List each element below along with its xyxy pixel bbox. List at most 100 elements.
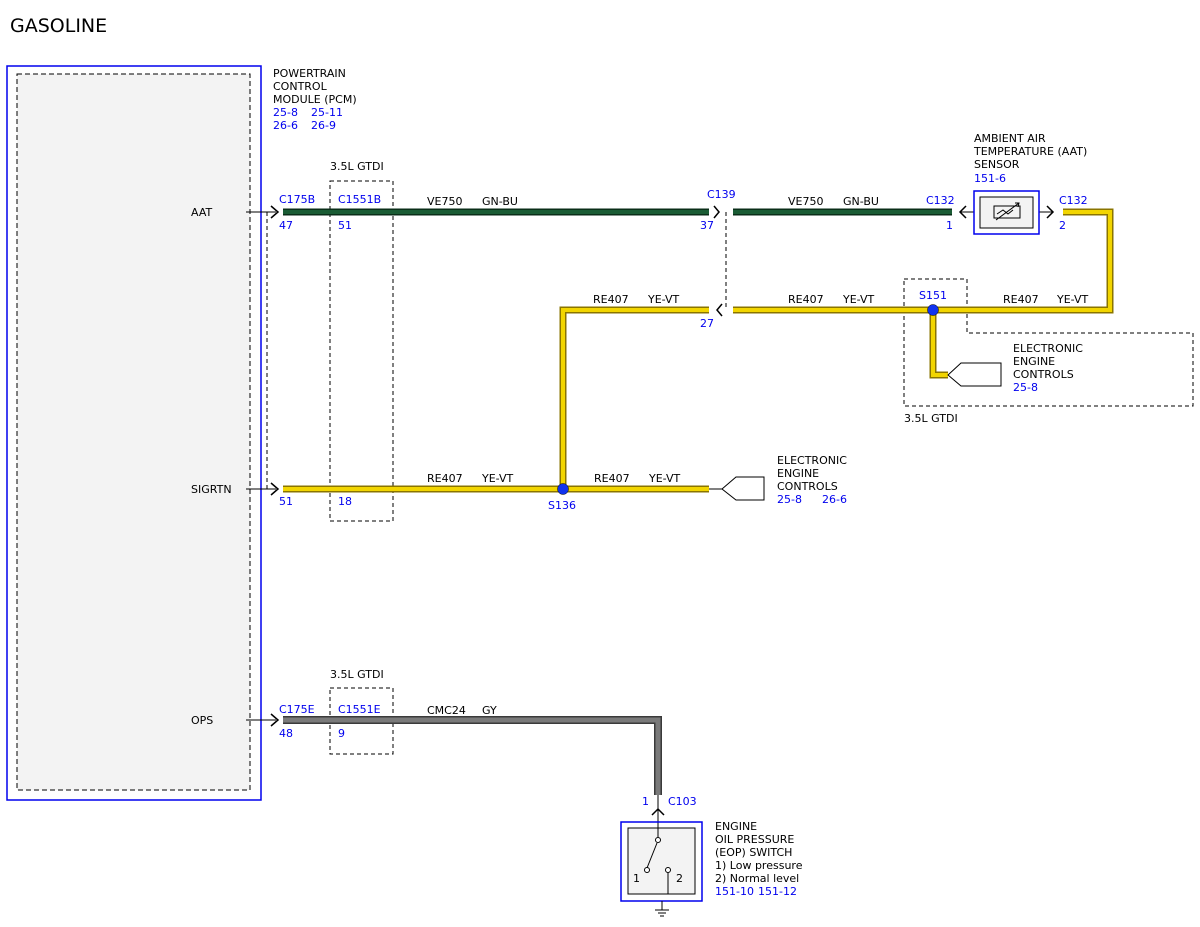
- wire-core: [283, 717, 661, 795]
- eop-switch-state-line: 2) Normal level: [715, 872, 799, 885]
- pcm-name-line: MODULE (PCM): [273, 93, 357, 106]
- gtdi-dashed-box: [329, 180, 394, 522]
- eec-lower-name-line: ENGINE: [777, 467, 819, 480]
- splice-s151-dot: [927, 304, 939, 316]
- gtdi-dashed-box: [903, 278, 1194, 407]
- eec-upper-name-line: ENGINE: [1013, 355, 1055, 368]
- splice-label[interactable]: S151: [919, 289, 947, 302]
- pcm-name-line: POWERTRAIN: [273, 67, 346, 80]
- wire-color-label: GN-BU: [843, 195, 879, 208]
- eec-upper-connector-shape: [947, 362, 1002, 387]
- gtdi-box-upper: 3.5L GTDI: [329, 160, 394, 522]
- gtdi-box-s151: 3.5L GTDI: [903, 278, 1194, 425]
- connector-name[interactable]: C1551E: [338, 703, 381, 716]
- aat-sensor-frame: [973, 190, 1040, 235]
- pcm-ref-link[interactable]: 26-9: [311, 119, 336, 132]
- pcm-ref-link[interactable]: 25-11: [311, 106, 343, 119]
- eec-upper-ref-link[interactable]: 25-8: [1013, 381, 1038, 394]
- eec-lower-connector-shape: [721, 476, 765, 501]
- eec-lower-ref-link[interactable]: 25-8: [777, 493, 802, 506]
- pressure-switch-icon: [644, 828, 671, 894]
- page-title: GASOLINE: [10, 15, 107, 37]
- connector-name[interactable]: C103: [668, 795, 697, 808]
- connector-chevron-icon: [270, 205, 280, 219]
- connector-name[interactable]: C139: [707, 188, 736, 201]
- wire-outline: [559, 306, 709, 489]
- wire-re407-upper-right: [933, 208, 1114, 314]
- aat-sensor-ref-link[interactable]: 151-6: [974, 172, 1006, 185]
- wire-s151-branch: [929, 310, 948, 379]
- pcm-ref-link[interactable]: 26-6: [273, 119, 298, 132]
- splice-label[interactable]: S136: [548, 499, 576, 512]
- eec-lower-name-line: ELECTRONIC: [777, 454, 847, 467]
- connector-pin: 2: [1059, 219, 1066, 232]
- wire-cmc24-ops: [283, 716, 662, 795]
- wire-core: [561, 308, 709, 489]
- aat-sensor-name-line: SENSOR: [974, 158, 1020, 171]
- connector-pin: 9: [338, 727, 345, 740]
- eop-switch-pos-label: 2: [676, 872, 683, 885]
- wire-circuit-label: RE407: [427, 472, 463, 485]
- connector-name[interactable]: C175E: [279, 703, 315, 716]
- connector-pin: 27: [700, 317, 714, 330]
- connector-name[interactable]: C1551B: [338, 193, 381, 206]
- wire-circuit-label: RE407: [1003, 293, 1039, 306]
- connector-pin: 37: [700, 219, 714, 232]
- connector-name[interactable]: C132: [926, 194, 955, 207]
- connector-name[interactable]: C132: [1059, 194, 1088, 207]
- wire-re407-upper-left: [559, 306, 709, 489]
- wire-color-label: GN-BU: [482, 195, 518, 208]
- wire-circuit-label: RE407: [593, 293, 629, 306]
- connector-pin: 18: [338, 495, 352, 508]
- gtdi-label: 3.5L GTDI: [330, 160, 384, 173]
- pcm-inner-body: [16, 73, 251, 791]
- eop-switch-ref-link[interactable]: 151-10: [715, 885, 754, 898]
- wire-color-label: YE-VT: [1056, 293, 1089, 306]
- eop-switch-name-line: (EOP) SWITCH: [715, 846, 792, 859]
- wire-circuit-label: VE750: [788, 195, 823, 208]
- pcm-module: POWERTRAIN CONTROL MODULE (PCM) 25-8 25-…: [6, 65, 357, 801]
- wire-color-label: GY: [482, 704, 497, 717]
- eop-switch-ref-link[interactable]: 151-12: [758, 885, 797, 898]
- wire-color-label: YE-VT: [842, 293, 875, 306]
- connector-chevron-icon: [713, 205, 720, 219]
- connector-name[interactable]: C175B: [279, 193, 315, 206]
- pcm-pin-sigrtn-label: SIGRTN: [191, 483, 232, 496]
- connector-pin: 48: [279, 727, 293, 740]
- wire-core: [931, 310, 948, 377]
- eec-upper-name-line: ELECTRONIC: [1013, 342, 1083, 355]
- connector-pin: 51: [279, 495, 293, 508]
- eec-lower-ref-link[interactable]: 26-6: [822, 493, 847, 506]
- connector-pin: 51: [338, 219, 352, 232]
- eec-lower: ELECTRONIC ENGINE CONTROLS 25-8 26-6: [709, 454, 847, 506]
- pcm-pin-aat-label: AAT: [191, 206, 213, 219]
- connector-pin: 47: [279, 219, 293, 232]
- eop-switch-pos-label: 1: [633, 872, 640, 885]
- eec-upper-name-line: CONTROLS: [1013, 368, 1074, 381]
- wire-circuit-label: VE750: [427, 195, 462, 208]
- connector-pin: 1: [946, 219, 953, 232]
- eec-upper: ELECTRONIC ENGINE CONTROLS 25-8: [947, 342, 1083, 394]
- gtdi-label: 3.5L GTDI: [904, 412, 958, 425]
- ground-icon: [655, 901, 669, 917]
- eop-switch-body: [627, 827, 696, 895]
- gtdi-label: 3.5L GTDI: [330, 668, 384, 681]
- wire-color-label: YE-VT: [647, 293, 680, 306]
- pcm-name-line: CONTROL: [273, 80, 328, 93]
- connector-chevron-icon: [270, 482, 280, 496]
- connector-pin: 1: [642, 795, 649, 808]
- pcm-outer-frame: [6, 65, 262, 801]
- splice-s136-dot: [557, 483, 569, 495]
- thermistor-icon: [993, 202, 1021, 221]
- pcm-pin-ops-label: OPS: [191, 714, 213, 727]
- pcm-ref-link[interactable]: 25-8: [273, 106, 298, 119]
- wire-color-label: YE-VT: [481, 472, 514, 485]
- eec-lower-name-line: CONTROLS: [777, 480, 838, 493]
- connector-chevron-icon: [716, 303, 723, 317]
- wire-core: [933, 210, 1112, 312]
- wire-color-label: YE-VT: [648, 472, 681, 485]
- eop-switch-state-line: 1) Low pressure: [715, 859, 803, 872]
- wire-circuit-label: CMC24: [427, 704, 466, 717]
- wire-circuit-label: RE407: [594, 472, 630, 485]
